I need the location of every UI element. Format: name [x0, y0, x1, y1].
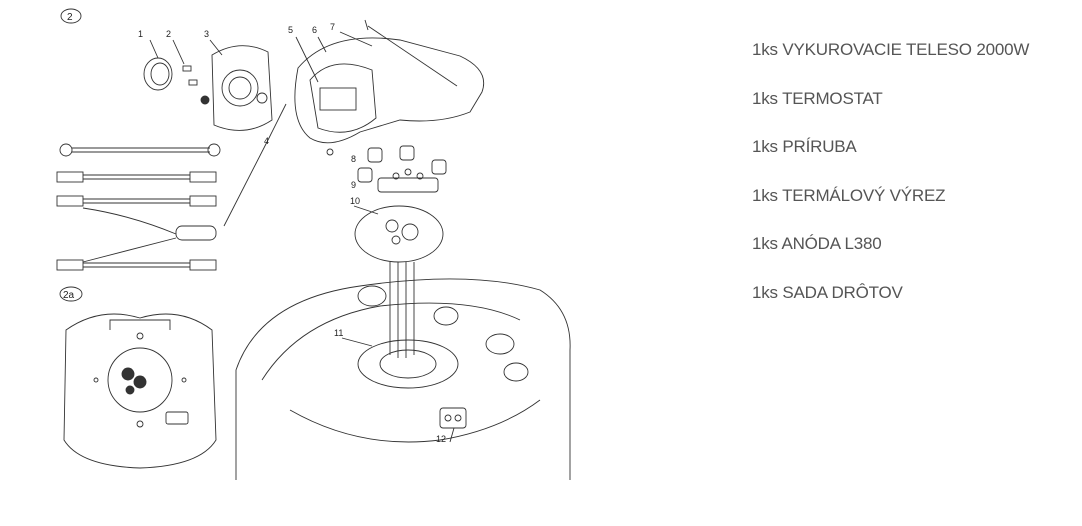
parts-list: 1ks VYKUROVACIE TELESO 2000W 1ks TERMOST… [752, 38, 1029, 329]
svg-text:11: 11 [334, 328, 343, 338]
parts-list-item: 1ks TERMOSTAT [752, 88, 883, 108]
svg-text:7: 7 [330, 22, 335, 32]
svg-text:2a: 2a [63, 290, 75, 301]
part-4-callout: 4 [223, 103, 287, 227]
figure-marker-2a: 2a [59, 286, 83, 302]
svg-text:5: 5 [288, 25, 293, 35]
svg-text:4: 4 [264, 136, 269, 146]
svg-text:3: 3 [204, 29, 209, 39]
part-5-6-7-cover: 5 6 7 [288, 19, 485, 156]
part-12-thermal-cutout: 12 [436, 407, 467, 444]
svg-text:1: 1 [138, 29, 143, 39]
figure-marker-2: 2 [60, 8, 82, 24]
svg-text:12: 12 [436, 434, 446, 444]
part-10-flange: 10 [350, 196, 444, 358]
svg-text:10: 10 [350, 196, 360, 206]
part-2-screws: 2 [166, 29, 198, 86]
parts-list-item: 1ks TERMÁLOVÝ VÝREZ [752, 185, 946, 205]
part-3-thermostat-plate: 3 [200, 29, 273, 131]
part-8-9-fittings: 8 9 [351, 145, 447, 193]
parts-list-item: 1ks PRÍRUBA [752, 137, 857, 156]
exploded-parts-diagram: 2 1 2 3 4 [56, 8, 571, 480]
detail-2a-flange-view [63, 313, 217, 469]
parts-list-item: 1ks ANÓDA L380 [752, 234, 882, 253]
part-1-knob: 1 [138, 29, 173, 91]
water-heater-tank: 11 [235, 278, 571, 480]
svg-text:6: 6 [312, 25, 317, 35]
svg-text:8: 8 [351, 154, 356, 164]
parts-list-item: 1ks SADA DRÔTOV [752, 282, 903, 302]
svg-text:2: 2 [166, 29, 171, 39]
wire-set [56, 143, 221, 271]
svg-text:2: 2 [67, 12, 73, 23]
svg-text:9: 9 [351, 180, 356, 190]
parts-list-item: 1ks VYKUROVACIE TELESO 2000W [752, 40, 1030, 59]
